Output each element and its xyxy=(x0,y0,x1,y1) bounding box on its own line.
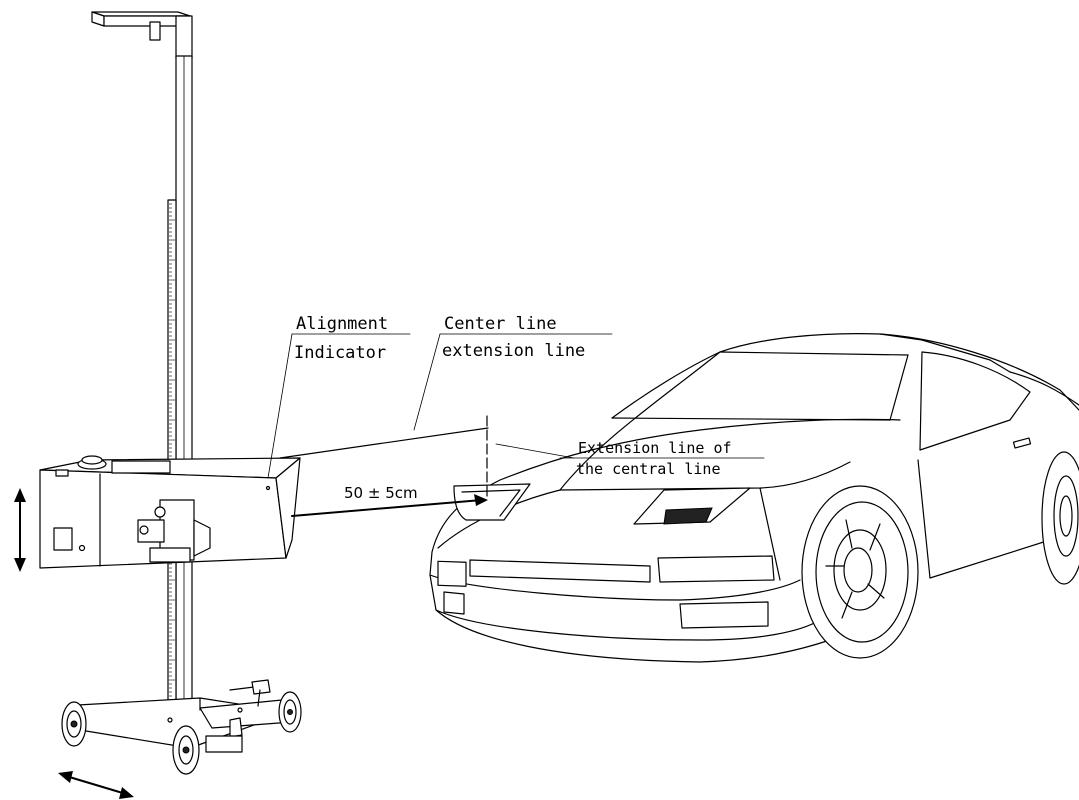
center-line-label-line2: extension line xyxy=(442,341,585,361)
car-rear-wheel xyxy=(1041,451,1079,585)
extension-line-label-line2: the central line xyxy=(576,460,721,478)
tester-base xyxy=(61,679,302,775)
wheel-front-right xyxy=(172,725,200,775)
center-line-label-line1: Center line xyxy=(444,314,557,334)
alignment-lines xyxy=(267,333,765,517)
alignment-indicator-label-line2: Indicator xyxy=(294,343,386,363)
wheel-rear xyxy=(278,691,302,733)
tester-mast xyxy=(167,55,193,727)
lamp-box xyxy=(39,455,301,569)
car-front-wheel xyxy=(801,485,919,659)
double-arrow-vertical-icon xyxy=(14,488,26,572)
wheel-front-left xyxy=(61,701,87,747)
alignment-indicator-label-line1: Alignment xyxy=(296,314,388,334)
headlight-tester xyxy=(39,11,302,775)
car-outline xyxy=(429,333,1079,663)
top-bracket xyxy=(91,11,193,59)
extension-line-label-line1: Extension line of xyxy=(578,439,732,457)
distance-label: 50 ± 5cm xyxy=(344,484,418,502)
double-arrow-diagonal-icon xyxy=(58,771,134,799)
